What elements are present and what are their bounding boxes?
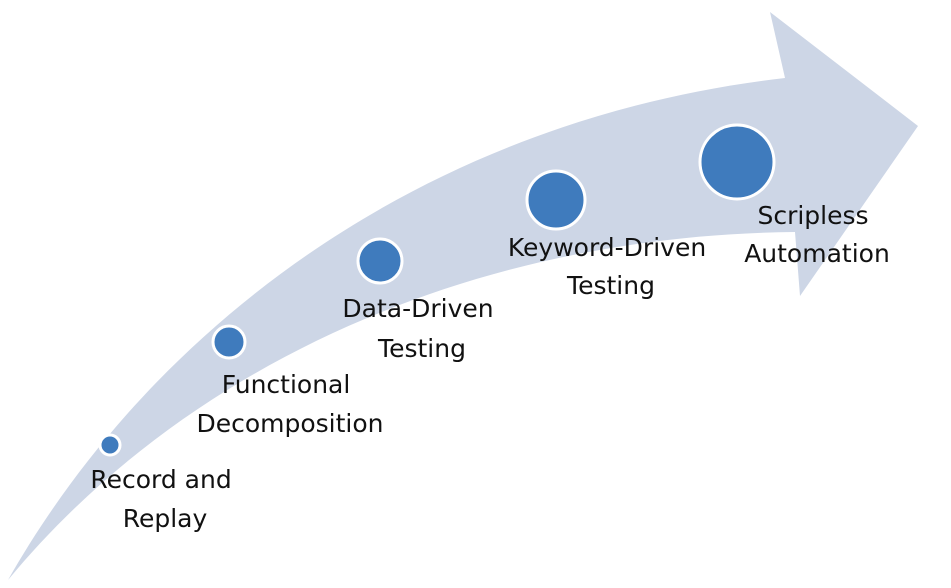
stage-dot-data-driven-testing <box>356 237 404 285</box>
stage-label-line-1: Data-Driven <box>342 294 493 323</box>
stage-label-keyword-driven-testing: Keyword-Driven Testing <box>508 233 714 300</box>
stage-label-line-2: Testing <box>377 334 466 363</box>
stage-label-line-2: Automation <box>744 239 890 268</box>
stage-label-scripless-automation: Scripless Automation <box>744 201 890 268</box>
stage-dot-functional-decomposition <box>211 324 247 360</box>
stage-label-line-2: Replay <box>123 504 208 533</box>
stage-label-line-1: Functional <box>222 370 351 399</box>
stage-label-line-1: Scripless <box>757 201 868 230</box>
stage-dot-record-and-replay <box>98 433 122 457</box>
stage-dot-keyword-driven-testing <box>525 169 587 231</box>
stage-label-data-driven-testing: Data-Driven Testing <box>342 294 501 363</box>
stage-label-record-and-replay: Record and Replay <box>90 465 239 533</box>
stage-dot-scripless-automation <box>698 123 776 201</box>
stage-label-line-1: Keyword-Driven <box>508 233 706 262</box>
stage-label-line-1: Record and <box>90 465 231 494</box>
stage-label-line-2: Decomposition <box>196 409 383 438</box>
curved-arrow-shape <box>8 12 918 580</box>
stage-label-functional-decomposition: Functional Decomposition <box>196 370 383 438</box>
stage-label-line-2: Testing <box>566 271 655 300</box>
